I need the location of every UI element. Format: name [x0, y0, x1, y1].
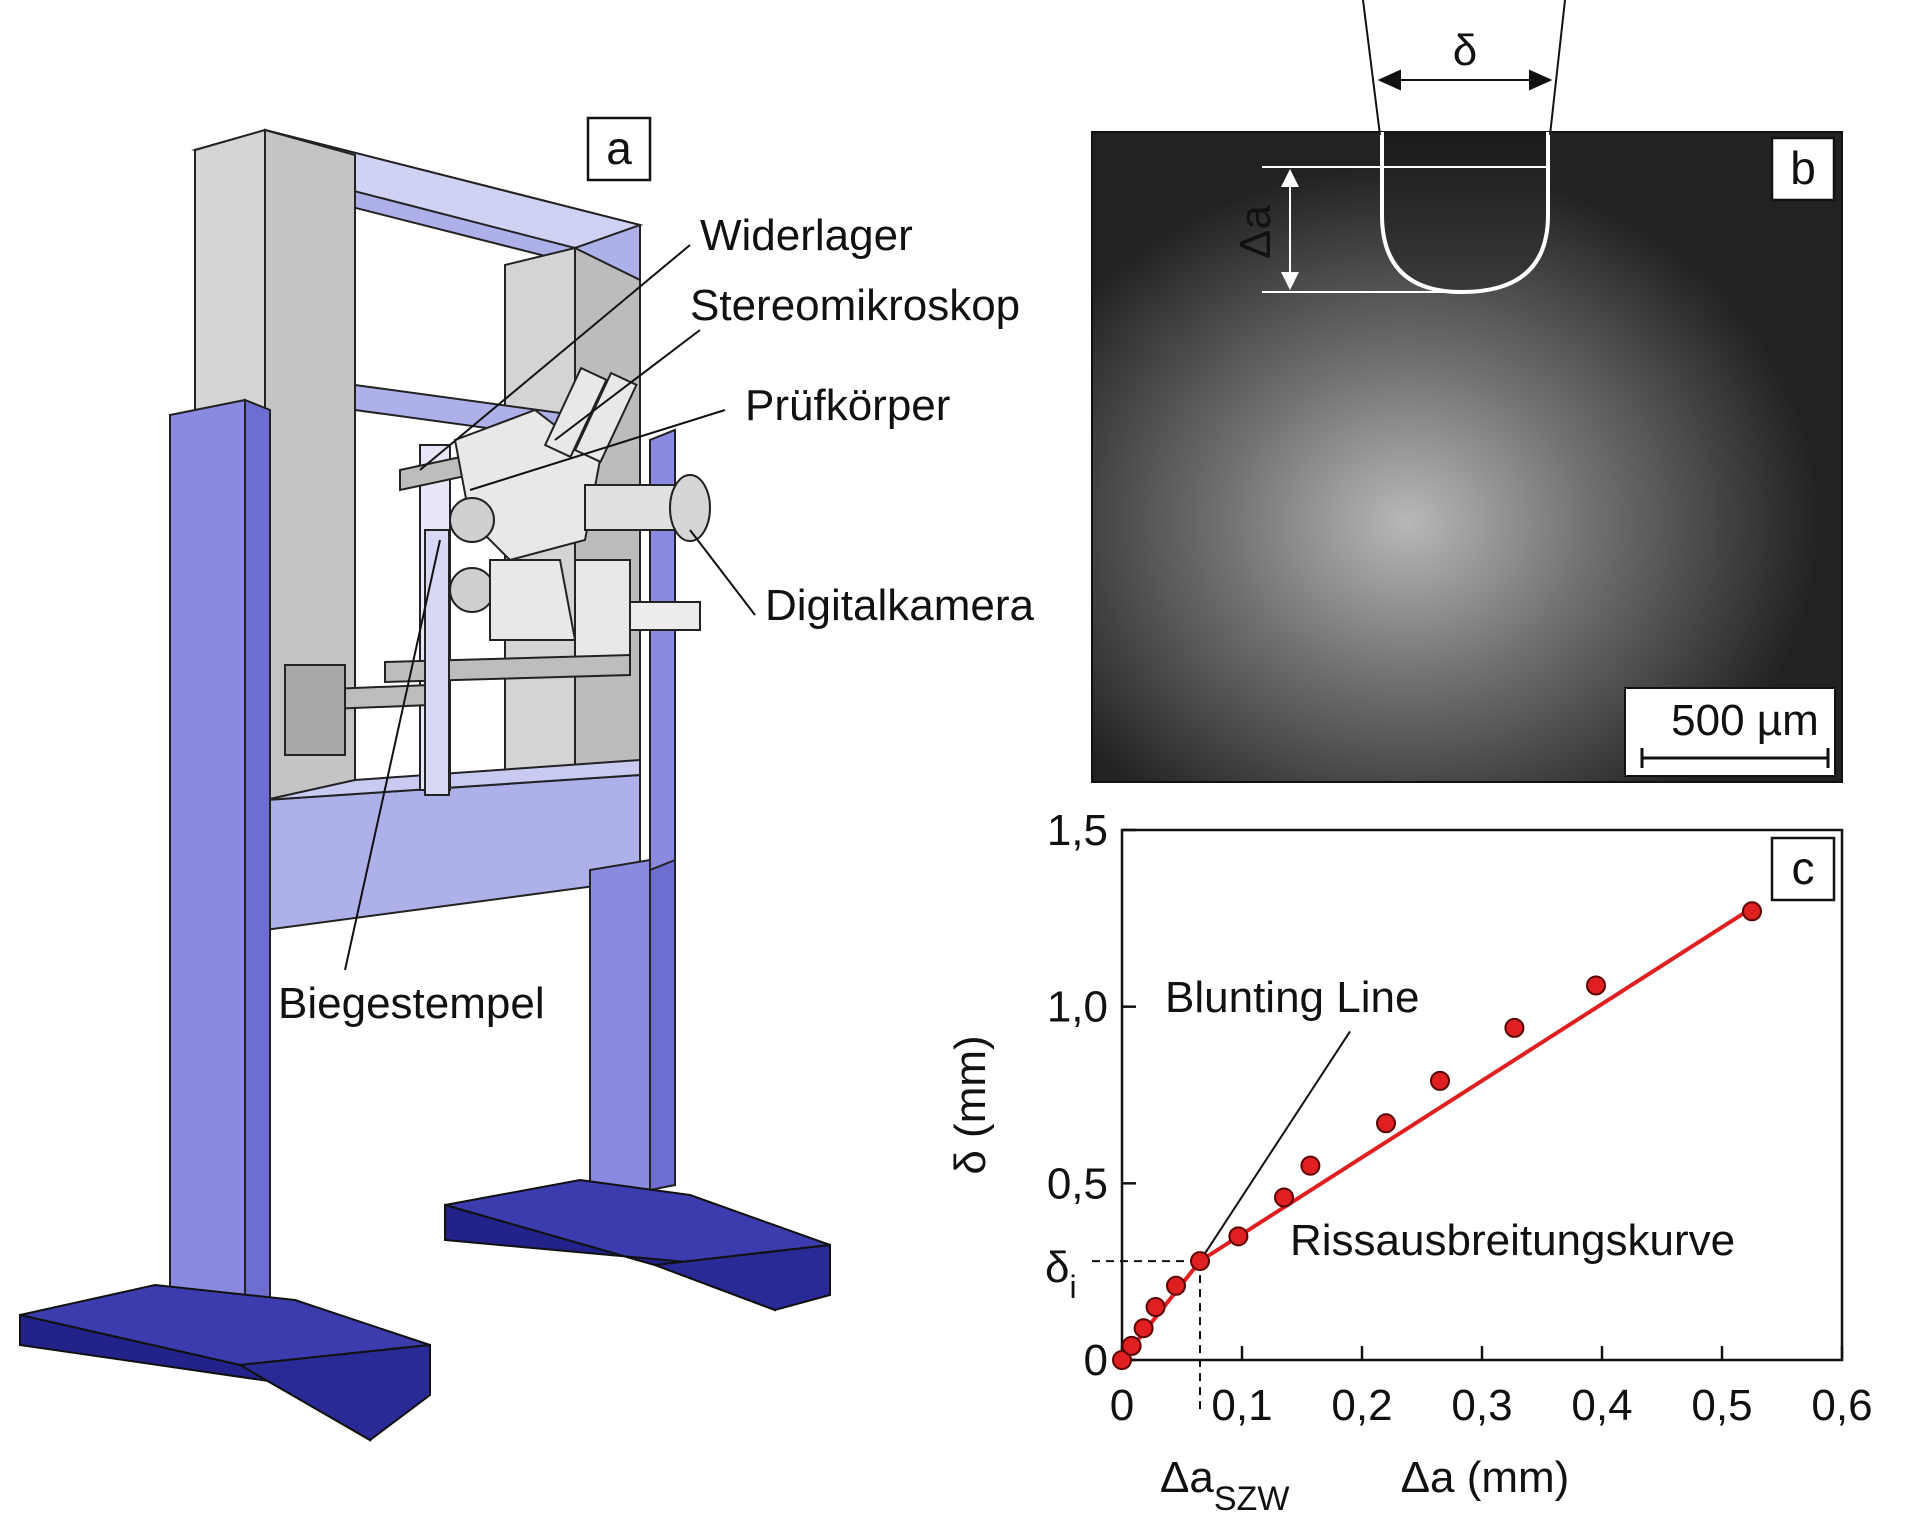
panel-b-letter: b [1790, 142, 1816, 194]
data-point [1274, 1187, 1294, 1208]
x-tick-label: 0,4 [1571, 1381, 1632, 1430]
panel-a-letter: a [606, 122, 632, 174]
front-post-right [589, 858, 651, 1197]
y-tick-label: 0,5 [1047, 1159, 1108, 1208]
label-stereomikroskop: Stereomikroskop [690, 281, 1020, 330]
panel-b-delta-a-annotation [1262, 166, 1548, 293]
label-digitalkamera: Digitalkamera [765, 581, 1035, 630]
blunting-line-label: Blunting Line [1165, 973, 1419, 1022]
x-tick-label: 0 [1110, 1381, 1134, 1430]
notch-outline [1380, 132, 1550, 295]
front-post-left-side [244, 398, 271, 1307]
y-tick-label: 1,5 [1047, 806, 1108, 855]
front-post-left [169, 398, 246, 1317]
data-point [1300, 1155, 1321, 1176]
panel-a-rig [19, 128, 831, 1442]
data-point [1376, 1113, 1396, 1134]
data-point [1121, 1335, 1142, 1356]
panel-c-letter-box [1770, 836, 1836, 902]
x-tick-label: 0,5 [1691, 1381, 1752, 1430]
focus-handle [629, 601, 701, 631]
panel-c-chart: 0 0,1 0,2 0,3 0,4 0,5 0,6 0 0,5 1,0 1,5 Δa (mm) δ (m… [946, 806, 1873, 1502]
delta-a-label: Δa [1231, 205, 1280, 259]
microscope-arm [489, 559, 577, 641]
notch [1382, 132, 1548, 292]
panel-c-letter: c [1792, 842, 1815, 894]
delta-guide-left [1362, 0, 1381, 136]
leader-pruefkoerper [469, 409, 726, 491]
data-point [1133, 1318, 1154, 1339]
blunting-line [1199, 1030, 1351, 1262]
scale-bar [1640, 748, 1830, 768]
camera-lens [669, 474, 711, 542]
delta-a-arrow-top [1281, 169, 1299, 187]
panel-a-letter-box [586, 116, 652, 182]
x-tick-label: 0,1 [1211, 1381, 1272, 1430]
leader-biegestempel [344, 539, 441, 971]
label-pruefkoerper: Prüfkörper [745, 381, 950, 430]
focus-knob-2 [449, 567, 495, 613]
data-point [1430, 1070, 1450, 1091]
camera-mount [574, 559, 631, 661]
leader-stereomikroskop [554, 329, 701, 441]
szw-main: Δa [1160, 1453, 1214, 1502]
szw-sub: SZW [1214, 1480, 1290, 1518]
delta-a-arrow-bottom [1281, 272, 1299, 290]
data-point [1112, 1350, 1132, 1370]
label-widerlager: Widerlager [700, 211, 913, 260]
foot-left-side [236, 1343, 431, 1442]
delta-guide-right [1549, 0, 1566, 136]
scale-bar-box [1624, 687, 1836, 777]
biegestempel-rod [424, 529, 450, 796]
plot-frame [1120, 828, 1844, 1362]
delta-symbol: δ [1453, 26, 1478, 75]
data-point [1166, 1275, 1186, 1296]
data-point [1190, 1251, 1210, 1272]
panel-a-leaders [344, 244, 756, 971]
delta-i-sub: i [1070, 1269, 1077, 1305]
focus-knob-1 [449, 497, 495, 543]
lower-beam-top [264, 758, 641, 801]
data-point [1742, 901, 1762, 922]
delta-a-szw-label: ΔaSZW [1160, 1453, 1289, 1518]
lower-beam [264, 773, 641, 932]
y-tick-label: 1,0 [1047, 983, 1108, 1032]
delta-i-label: δi [1045, 1243, 1077, 1305]
label-biegestempel: Biegestempel [278, 979, 545, 1028]
panel-b-letter-box [1770, 136, 1836, 202]
x-tick-label: 0,6 [1811, 1381, 1872, 1430]
x-tick-label: 0,2 [1331, 1381, 1392, 1430]
x-tick-label: 0,3 [1451, 1381, 1512, 1430]
data-point [1504, 1017, 1525, 1038]
data-point [1586, 975, 1606, 996]
x-axis-label: Δa (mm) [1401, 1453, 1570, 1502]
foot-right-side [654, 1243, 831, 1312]
delta-i-main: δ [1045, 1243, 1070, 1292]
delta-arrow-left [1377, 69, 1401, 91]
y-axis-label: δ (mm) [946, 1035, 995, 1174]
scale-bar-label: 500 µm [1671, 696, 1819, 745]
clamp-block [284, 664, 346, 756]
panel-b-micrograph [1091, 131, 1843, 783]
panel-b-delta-annotation [1362, 0, 1566, 136]
leader-digitalkamera [689, 529, 756, 616]
leader-widerlager [419, 244, 691, 471]
data-point [1228, 1226, 1249, 1247]
curve-label: Rissausbreitungskurve [1290, 1216, 1735, 1265]
y-tick-label: 0 [1084, 1336, 1108, 1385]
data-point [1145, 1297, 1166, 1317]
delta-arrow-right [1529, 69, 1553, 91]
front-post-right-upper [649, 428, 676, 872]
